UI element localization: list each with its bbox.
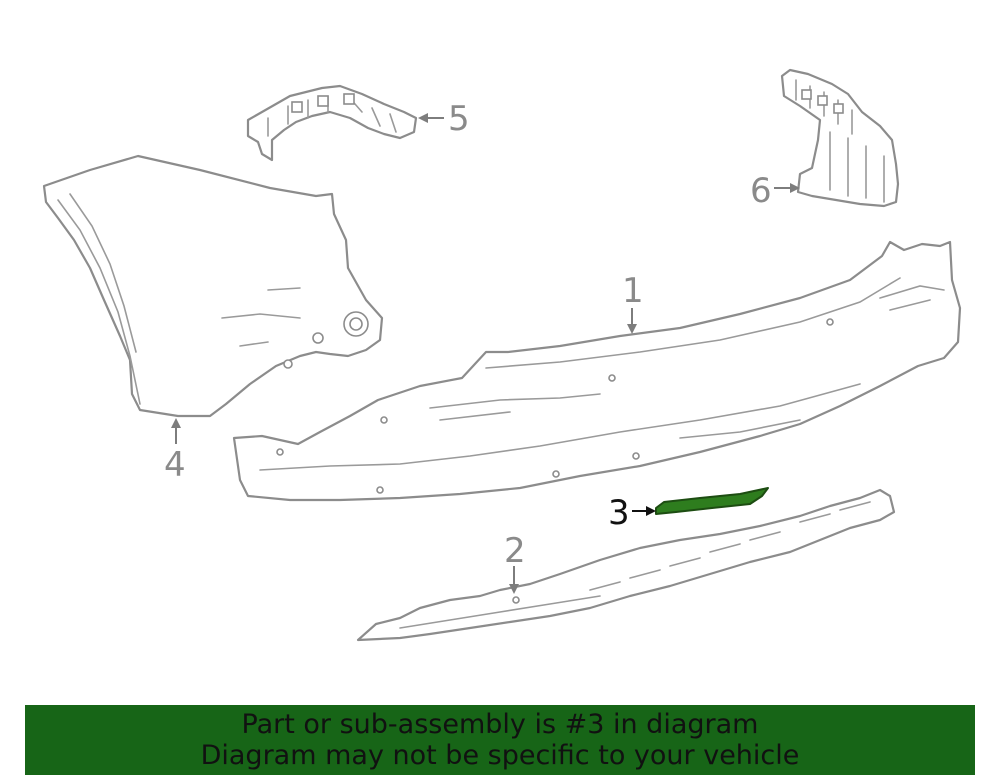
part-3-reflector-trim[interactable] bbox=[655, 487, 769, 515]
callout-6: 6 bbox=[750, 171, 772, 211]
part-2-lower-panel[interactable] bbox=[356, 488, 896, 642]
callout-2: 2 bbox=[504, 531, 526, 571]
part-6-bracket[interactable] bbox=[780, 68, 900, 208]
callout-4: 4 bbox=[164, 445, 186, 485]
info-banner: Part or sub-assembly is #3 in diagram Di… bbox=[25, 705, 975, 775]
callout-5: 5 bbox=[448, 99, 470, 139]
part-5-bracket[interactable] bbox=[246, 84, 418, 162]
part-4-side-section[interactable] bbox=[42, 154, 384, 418]
part-1-bumper-cover[interactable] bbox=[232, 240, 962, 502]
parts-diagram: 1 2 3 4 5 6 bbox=[42, 68, 962, 642]
banner-line-part: Part or sub-assembly is #3 in diagram bbox=[241, 709, 759, 740]
leader-lines bbox=[171, 113, 800, 594]
banner-line-disclaimer: Diagram may not be specific to your vehi… bbox=[200, 740, 800, 771]
callout-3: 3 bbox=[608, 493, 630, 533]
callout-1: 1 bbox=[622, 271, 644, 311]
